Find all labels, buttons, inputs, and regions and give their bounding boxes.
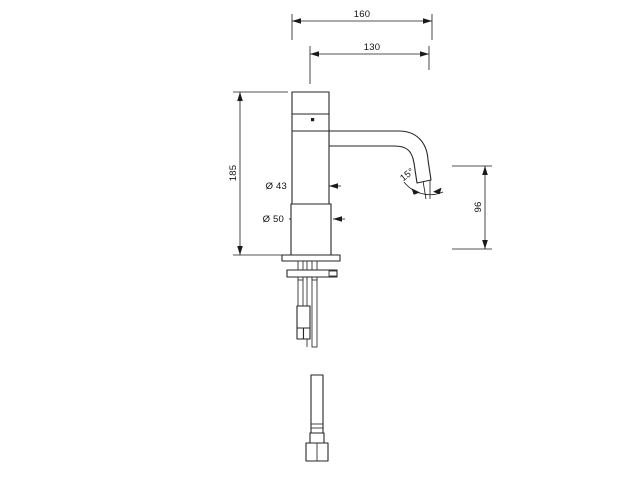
arrow-right xyxy=(423,18,432,24)
part-hose-nut xyxy=(305,432,329,462)
dimension-spout-total-reach: 160 xyxy=(291,9,433,40)
arrow-right xyxy=(329,183,338,189)
dimension-outlet-height: 96 xyxy=(452,165,492,250)
dimension-label-diameter-43: Ø 43 xyxy=(266,181,287,192)
part-clamp-plate xyxy=(286,269,338,278)
arrow-top xyxy=(482,166,488,175)
dimension-label-96: 96 xyxy=(473,202,484,213)
dimension-label-130: 130 xyxy=(364,42,380,53)
dimension-label-160: 160 xyxy=(354,9,370,20)
handle-screw-detail xyxy=(311,118,315,122)
arrow-right xyxy=(333,216,342,222)
arrow-arc-left xyxy=(411,188,420,195)
part-base-washer xyxy=(281,254,341,262)
arrow-left xyxy=(310,51,319,57)
arrow-top xyxy=(237,92,243,101)
arrow-bottom xyxy=(237,246,243,255)
arrow-arc-right xyxy=(433,187,442,195)
dimension-body-height: 185 xyxy=(228,91,288,256)
part-column-upper xyxy=(291,130,330,205)
arrow-left xyxy=(292,18,301,24)
dimension-label-diameter-50: Ø 50 xyxy=(263,214,284,225)
part-spout xyxy=(328,130,432,184)
part-flex-hose xyxy=(310,374,324,434)
dimension-label-185: 185 xyxy=(228,165,239,181)
arrow-right xyxy=(420,51,429,57)
part-cartridge-block xyxy=(296,305,311,340)
part-handle-body xyxy=(291,113,330,132)
part-column-lower xyxy=(290,203,332,256)
part-handle-cap xyxy=(291,91,330,115)
arrow-bottom xyxy=(482,240,488,249)
dimension-spout-outlet-reach: 130 xyxy=(309,42,430,84)
